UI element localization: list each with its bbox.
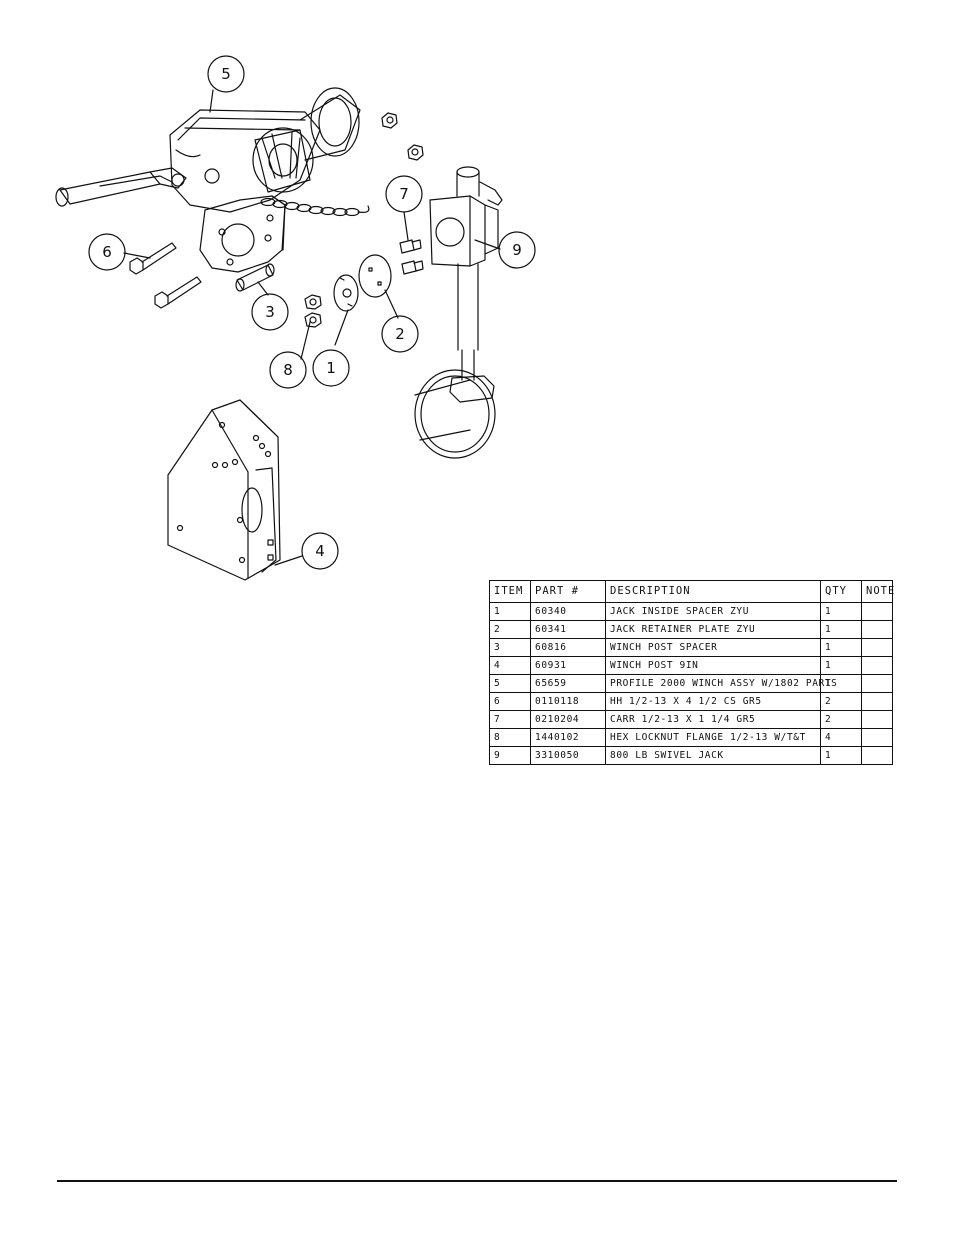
header-part-number: PART # (530, 580, 606, 603)
header-description: DESCRIPTION (605, 580, 821, 603)
chain-drawing (260, 197, 370, 217)
carriage-bolts-drawing (399, 239, 424, 275)
table-row: 5 65659 PROFILE 2000 WINCH ASSY W/1802 P… (489, 674, 893, 693)
cell-note (861, 638, 893, 657)
winch-post-drawing (167, 399, 281, 581)
cell-part-number: 0110118 (530, 692, 606, 711)
cell-part-number: 1440102 (530, 728, 606, 747)
cell-description: HEX LOCKNUT FLANGE 1/2-13 W/T&T (605, 728, 821, 747)
cell-part-number: 60931 (530, 656, 606, 675)
cell-description: JACK INSIDE SPACER ZYU (605, 602, 821, 621)
cell-part-number: 60341 (530, 620, 606, 639)
cell-note (861, 728, 893, 747)
callout-leader-lines (123, 89, 501, 566)
footer-rule (57, 1180, 897, 1182)
cell-part-number: 0210204 (530, 710, 606, 729)
cell-note (861, 620, 893, 639)
cell-part-number: 3310050 (530, 746, 606, 765)
callout-4: 4 (301, 532, 339, 570)
winch-nut-drawing (381, 112, 424, 161)
cell-item: 9 (489, 746, 531, 765)
cell-qty: 2 (820, 692, 862, 711)
cell-description: HH 1/2-13 X 4 1/2 CS GR5 (605, 692, 821, 711)
callout-7: 7 (385, 175, 423, 213)
cell-qty: 4 (820, 728, 862, 747)
hex-bolts-drawing (129, 242, 202, 309)
swivel-jack-drawing (414, 166, 503, 459)
winch-assembly-drawing (55, 87, 424, 273)
jack-retainer-plate-drawing (358, 254, 392, 298)
cell-part-number: 60340 (530, 602, 606, 621)
cell-description: CARR 1/2-13 X 1 1/4 GR5 (605, 710, 821, 729)
header-note: NOTE (861, 580, 894, 603)
winch-post-spacer-drawing (235, 263, 275, 292)
callout-8: 8 (269, 351, 307, 389)
cell-part-number: 65659 (530, 674, 606, 693)
svg-text:6: 6 (102, 243, 112, 261)
cell-item: 1 (489, 602, 531, 621)
svg-text:2: 2 (395, 325, 405, 343)
svg-text:9: 9 (512, 241, 522, 259)
cell-item: 6 (489, 692, 531, 711)
callout-3: 3 (251, 293, 289, 331)
svg-text:8: 8 (283, 361, 293, 379)
cell-description: JACK RETAINER PLATE ZYU (605, 620, 821, 639)
cell-part-number: 60816 (530, 638, 606, 657)
svg-text:1: 1 (326, 359, 336, 377)
callout-9: 9 (498, 231, 536, 269)
table-row: 7 0210204 CARR 1/2-13 X 1 1/4 GR5 2 (489, 710, 893, 729)
cell-item: 2 (489, 620, 531, 639)
svg-text:3: 3 (265, 303, 275, 321)
cell-note (861, 710, 893, 729)
cell-note (861, 674, 893, 693)
table-row: 8 1440102 HEX LOCKNUT FLANGE 1/2-13 W/T&… (489, 728, 893, 747)
table-header-row: ITEM PART # DESCRIPTION QTY NOTE (489, 580, 894, 603)
cell-description: WINCH POST 9IN (605, 656, 821, 675)
cell-description: 800 LB SWIVEL JACK (605, 746, 821, 765)
svg-text:7: 7 (399, 185, 409, 203)
cell-qty: 1 (820, 674, 862, 693)
header-item: ITEM (489, 580, 531, 603)
cell-qty: 1 (820, 638, 862, 657)
cell-qty: 1 (820, 656, 862, 675)
cell-item: 7 (489, 710, 531, 729)
cell-note (861, 656, 893, 675)
cell-note (861, 746, 893, 765)
table-row: 2 60341 JACK RETAINER PLATE ZYU 1 (489, 620, 893, 639)
table-row: 4 60931 WINCH POST 9IN 1 (489, 656, 893, 675)
callout-2: 2 (381, 315, 419, 353)
cell-item: 5 (489, 674, 531, 693)
table-row: 3 60816 WINCH POST SPACER 1 (489, 638, 893, 657)
cell-qty: 1 (820, 602, 862, 621)
cell-item: 3 (489, 638, 531, 657)
cell-qty: 1 (820, 746, 862, 765)
svg-text:5: 5 (221, 65, 231, 83)
cell-description: PROFILE 2000 WINCH ASSY W/1802 PARTS (605, 674, 837, 693)
cell-item: 8 (489, 728, 531, 747)
cell-description: WINCH POST SPACER (605, 638, 821, 657)
cell-note (861, 692, 893, 711)
cell-qty: 1 (820, 620, 862, 639)
table-row: 1 60340 JACK INSIDE SPACER ZYU 1 (489, 602, 893, 621)
hex-locknuts-drawing (304, 294, 322, 328)
callout-1: 1 (312, 349, 350, 387)
table-row: 9 3310050 800 LB SWIVEL JACK 1 (489, 746, 893, 765)
header-qty: QTY (820, 580, 862, 603)
svg-text:4: 4 (315, 542, 325, 560)
callout-6: 6 (88, 233, 126, 271)
table-row: 6 0110118 HH 1/2-13 X 4 1/2 CS GR5 2 (489, 692, 893, 711)
parts-list-table: ITEM PART # DESCRIPTION QTY NOTE 1 60340… (489, 580, 894, 765)
cell-qty: 2 (820, 710, 862, 729)
jack-inside-spacer-drawing (333, 274, 359, 312)
callout-5: 5 (207, 55, 245, 93)
cell-note (861, 602, 893, 621)
cell-item: 4 (489, 656, 531, 675)
